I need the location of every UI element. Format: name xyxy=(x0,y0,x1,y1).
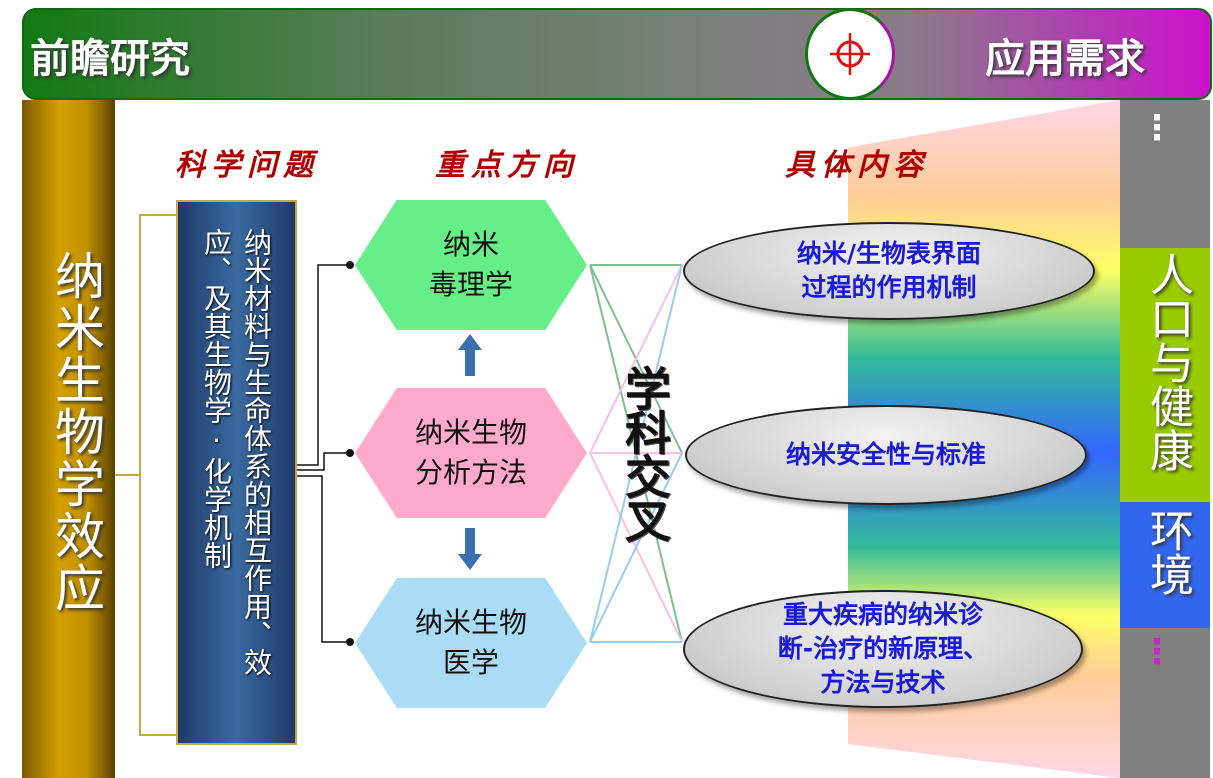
crosshair-icon xyxy=(805,8,895,100)
heading-focus-direction: 重点方向 xyxy=(435,148,579,183)
application-needs-label: 应用需求 xyxy=(985,36,1145,82)
environment-section xyxy=(1120,502,1210,628)
nano-bio-effects-label: 纳米生物学效应 xyxy=(47,250,105,614)
left-column xyxy=(22,100,115,778)
science-question-text: 纳米材料与生命体系的相互作用、效应、及其生物学·化学机制 xyxy=(200,228,273,676)
environment-label: 环境 xyxy=(1142,508,1193,596)
focus-nanobio-medicine: 纳米生物 医学 xyxy=(355,578,587,708)
frontier-research-label: 前瞻研究 xyxy=(30,36,190,82)
content-disease-diagnosis: 重大疾病的纳米诊 断-治疗的新原理、 方法与技术 xyxy=(683,590,1083,708)
interdisciplinary-label: 学科交叉 xyxy=(618,365,672,541)
focus-nanobio-analysis: 纳米生物 分析方法 xyxy=(355,388,587,518)
focus-nanotoxicology: 纳米 毒理学 xyxy=(355,200,587,330)
content-safety-standards: 纳米安全性与标准 xyxy=(685,405,1087,505)
health-section xyxy=(1120,248,1210,502)
heading-specific-content: 具体内容 xyxy=(785,148,929,183)
heading-science-question: 科学问题 xyxy=(175,148,319,183)
top-bar xyxy=(22,8,1212,100)
content-interface-mechanism: 纳米/生物表界面 过程的作用机制 xyxy=(683,222,1095,320)
science-question-box xyxy=(176,200,297,745)
population-health-label: 人口与健康 xyxy=(1142,252,1193,472)
top-ellipsis: ⋮ xyxy=(1137,108,1177,148)
bottom-ellipsis: ⋮ xyxy=(1137,632,1177,672)
